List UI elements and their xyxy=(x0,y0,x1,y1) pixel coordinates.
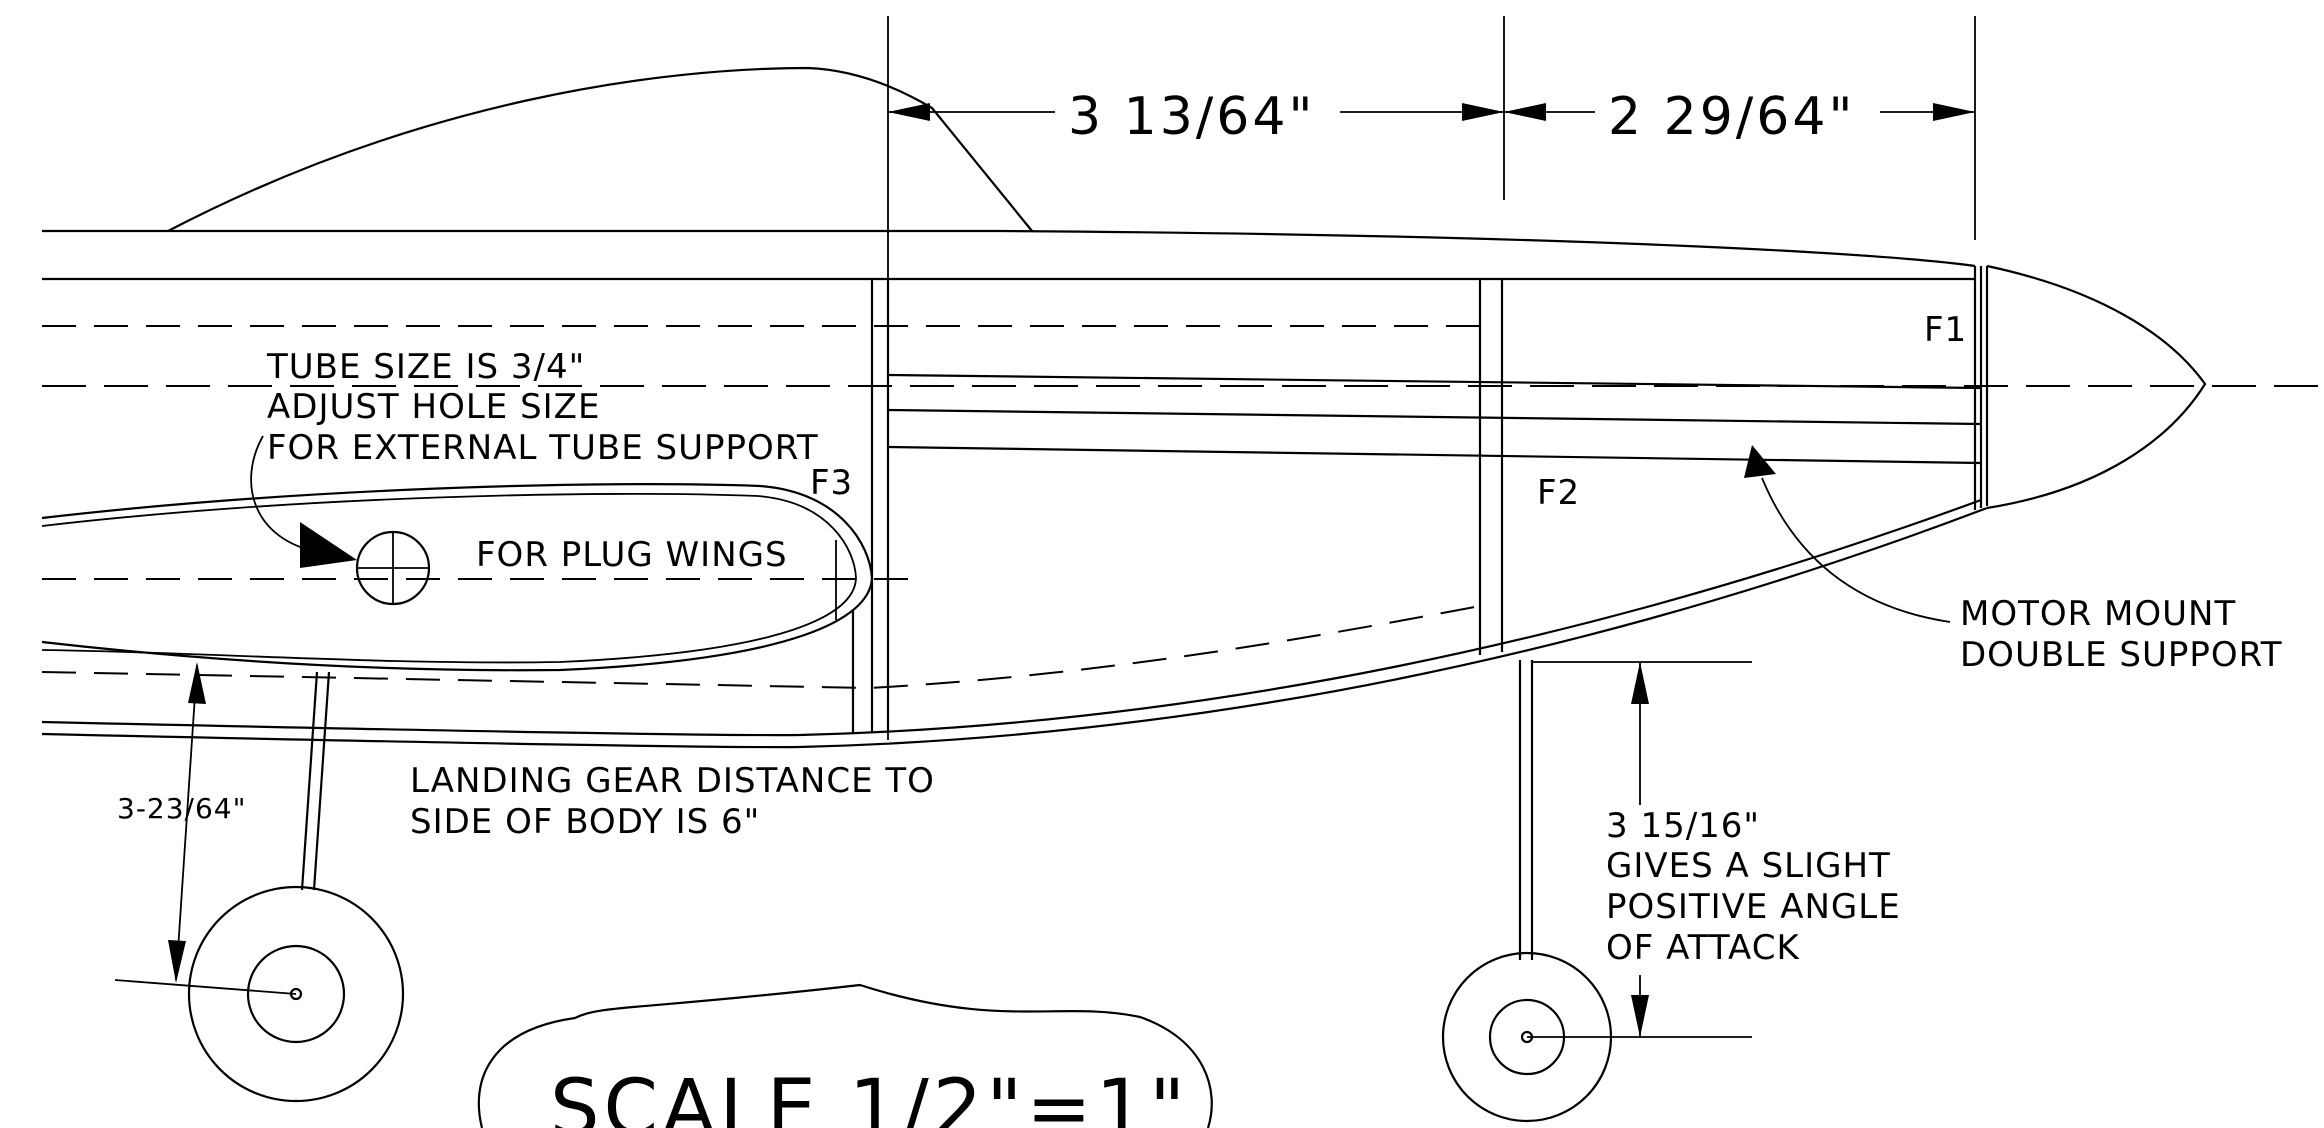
fuselage-top xyxy=(42,229,1976,281)
gear-distance-note: LANDING GEAR DISTANCE TO SIDE OF BODY IS… xyxy=(410,761,935,842)
former-f3-label: F3 xyxy=(810,463,853,503)
former-f1-label: F1 xyxy=(1924,310,1967,350)
plug-wings-note: FOR PLUG WINGS xyxy=(476,535,788,575)
wing-airfoil xyxy=(41,483,874,672)
svg-text:MOTOR MOUNT: MOTOR MOUNT xyxy=(1960,594,2236,634)
former-f2 xyxy=(1478,279,1504,655)
gear-height-note: 3 15/16" GIVES A SLIGHT POSITIVE ANGLE O… xyxy=(1606,806,1901,968)
landing-gear-front xyxy=(1441,660,1613,1123)
motor-mount-rails xyxy=(887,373,1982,465)
former-f3 xyxy=(851,279,890,733)
fuselage-bottom xyxy=(41,498,1988,749)
svg-text:OF ATTACK: OF ATTACK xyxy=(1606,928,1800,968)
svg-text:GIVES A SLIGHT: GIVES A SLIGHT xyxy=(1606,846,1891,886)
wheel-drop-label: 3-23/64" xyxy=(117,792,247,825)
svg-text:DOUBLE SUPPORT: DOUBLE SUPPORT xyxy=(1960,635,2283,675)
landing-gear-rear xyxy=(114,671,405,1103)
svg-text:LANDING GEAR DISTANCE TO: LANDING GEAR DISTANCE TO xyxy=(410,761,935,801)
gear-height-dimension xyxy=(1527,661,1752,1038)
scale-label: SCALE 1/2"=1" xyxy=(550,1064,1189,1128)
spinner-outline xyxy=(1986,264,2207,510)
svg-text:SIDE OF BODY IS 6": SIDE OF BODY IS 6" xyxy=(410,802,760,842)
wing-tube xyxy=(355,530,431,606)
former-f2-label: F2 xyxy=(1537,473,1580,513)
svg-text:ADJUST HOLE SIZE: ADJUST HOLE SIZE xyxy=(267,387,600,427)
dimension-canopy-to-f2: 3 13/64" xyxy=(1068,87,1315,147)
scale-cloud xyxy=(477,983,1213,1128)
canopy-outline xyxy=(167,66,1033,232)
svg-text:TUBE SIZE IS 3/4": TUBE SIZE IS 3/4" xyxy=(266,347,585,387)
dimension-f2-to-f1: 2 29/64" xyxy=(1608,87,1855,147)
svg-text:3 15/16": 3 15/16" xyxy=(1606,806,1760,846)
svg-text:FOR EXTERNAL TUBE SUPPORT: FOR EXTERNAL TUBE SUPPORT xyxy=(267,428,819,468)
tube-note: TUBE SIZE IS 3/4" ADJUST HOLE SIZE FOR E… xyxy=(250,347,819,568)
svg-text:POSITIVE ANGLE: POSITIVE ANGLE xyxy=(1606,887,1901,927)
wheel-drop-dimension xyxy=(168,662,206,983)
motor-mount-note: MOTOR MOUNT DOUBLE SUPPORT xyxy=(1744,445,2283,675)
